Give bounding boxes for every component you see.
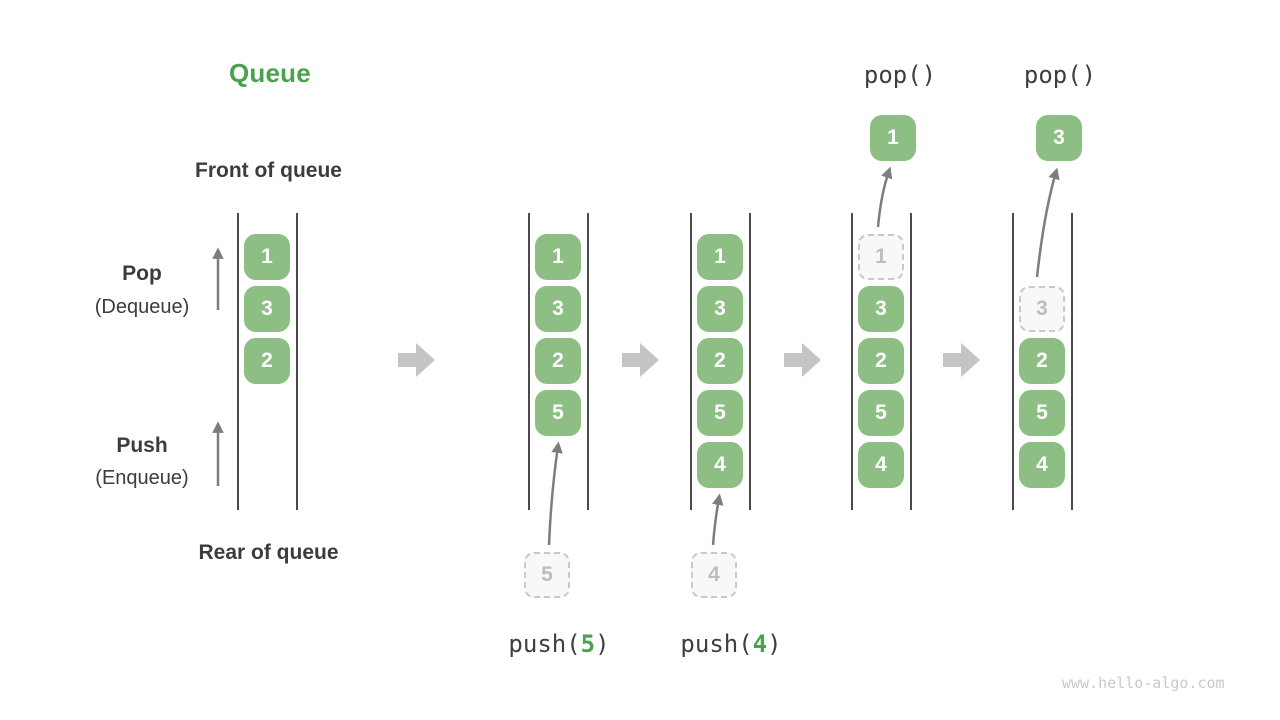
queue-element: 4 [697,442,743,488]
queue-wall-line [1071,213,1073,510]
incoming-element-ghost: 5 [524,552,570,598]
queue-wall-line [237,213,239,510]
enqueue-arrow-icon [547,441,563,546]
removed-element-ghost: 1 [858,234,904,280]
push-fn-text: push( [508,630,581,658]
dequeue-arrow-icon [1035,167,1060,278]
push-close-text: ) [767,630,782,658]
rear-of-queue-label: Rear of queue [198,541,339,564]
pop-call-label-2: pop() [1023,61,1097,89]
queue-wall-line [296,213,298,510]
queue-element: 2 [697,338,743,384]
queue-element: 4 [858,442,904,488]
push-5-call-label: push(5) [479,630,639,658]
queue-element: 3 [697,286,743,332]
queue-element: 5 [535,390,581,436]
push-4-call-label: push(4) [651,630,811,658]
queue-wall-line [587,213,589,510]
popped-element: 3 [1036,115,1082,161]
queue-element: 5 [697,390,743,436]
queue-element: 2 [244,338,290,384]
push-fn-text: push( [680,630,753,658]
flow-arrow-icon [622,343,659,377]
queue-element: 3 [535,286,581,332]
push-label: Push [116,434,168,457]
queue-element: 3 [858,286,904,332]
queue-element: 1 [244,234,290,280]
queue-wall-line [910,213,912,510]
watermark: www.hello-algo.com [1062,674,1225,692]
queue-element: 1 [535,234,581,280]
queue-element: 2 [1019,338,1065,384]
flow-arrow-icon [784,343,821,377]
queue-element: 5 [1019,390,1065,436]
queue-wall-line [1012,213,1014,510]
enqueue-arrow-icon [711,493,724,546]
dequeue-arrow-icon [876,166,893,228]
queue-wall-line [690,213,692,510]
queue-element: 2 [858,338,904,384]
dequeue-label: (Dequeue) [94,296,190,318]
push-arg-text: 5 [580,630,596,658]
page-title: Queue [229,58,311,88]
push-close-text: ) [595,630,610,658]
push-arg-text: 4 [752,630,768,658]
incoming-element-ghost: 4 [691,552,737,598]
queue-element: 3 [244,286,290,332]
queue-wall-line [851,213,853,510]
queue-wall-line [528,213,530,510]
queue-element: 1 [697,234,743,280]
popped-element: 1 [870,115,916,161]
front-of-queue-label: Front of queue [195,159,342,182]
queue-element: 5 [858,390,904,436]
flow-arrow-icon [943,343,980,377]
flow-arrow-icon [398,343,435,377]
queue-element: 4 [1019,442,1065,488]
pop-call-label-1: pop() [863,61,937,89]
removed-element-ghost: 3 [1019,286,1065,332]
pop-label: Pop [122,262,162,285]
queue-element: 2 [535,338,581,384]
enqueue-label: (Enqueue) [95,467,189,489]
queue-wall-line [749,213,751,510]
